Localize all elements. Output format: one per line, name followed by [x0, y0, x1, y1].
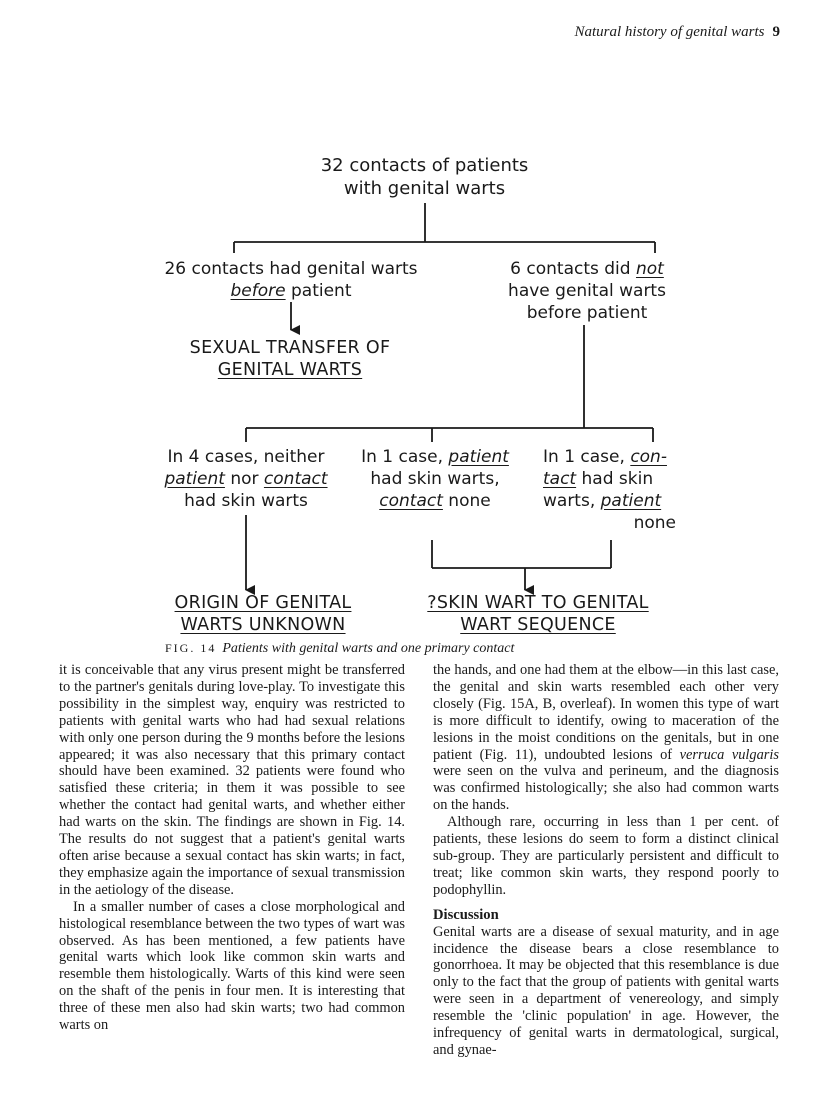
left-paragraph-2: In a smaller number of cases a close mor… [59, 898, 405, 1034]
page-number: 9 [772, 24, 781, 40]
sequence-box: ?SKIN WART TO GENITAL WART SEQUENCE [427, 593, 649, 635]
origin-box: ORIGIN OF GENITAL WARTS UNKNOWN [174, 593, 352, 635]
figure-label: FIG. 14 [165, 641, 217, 655]
right-paragraph-1: the hands, and one had them at the elbow… [433, 662, 779, 814]
figure-caption: FIG. 14 Patients with genital warts and o… [165, 641, 514, 657]
right-paragraph-3: Genital warts are a disease of sexual ma… [433, 923, 779, 1058]
right-branch-box: 6 contacts did not have genital warts be… [508, 259, 666, 323]
root-box: 32 contacts of patients with genital war… [320, 155, 529, 199]
running-head: Natural history of genital warts 9 [574, 24, 780, 41]
sexual-transfer-box: SEXUAL TRANSFER OF GENITAL WARTS [189, 338, 391, 380]
flowchart: 32 contacts of patients with genital war… [164, 155, 676, 635]
section-heading-discussion: Discussion [433, 906, 499, 923]
case-a-box: In 4 cases, neither patient nor contact … [164, 447, 328, 511]
flowchart-connectors [233, 203, 656, 595]
figure-caption-text: Patients with genital warts and one prim… [222, 641, 515, 656]
running-title: Natural history of genital warts [574, 24, 765, 40]
left-branch-box: 26 contacts had genital warts before pat… [164, 259, 418, 301]
right-column: the hands, and one had them at the elbow… [433, 662, 779, 1059]
case-c-box: In 1 case, con- tact had skin warts, pat… [543, 447, 676, 533]
case-b-box: In 1 case, patient had skin warts, conta… [361, 447, 509, 511]
left-paragraph-1: it is conceivable that any virus present… [59, 662, 405, 898]
right-paragraph-2: Although rare, occurring in less than 1 … [433, 814, 779, 898]
left-column: it is conceivable that any virus present… [59, 662, 405, 1034]
